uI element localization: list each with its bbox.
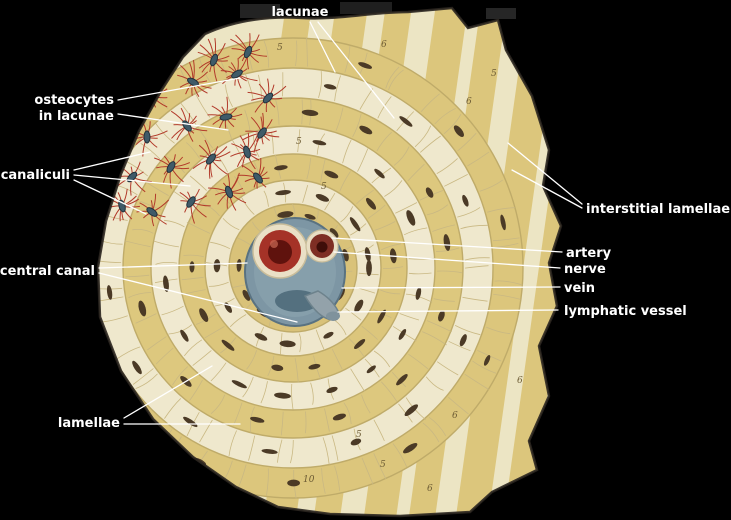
label-osteocytes-line2: in lacunae [39,109,114,124]
svg-text:6: 6 [466,97,472,107]
label-central-canal: central canal [0,264,95,279]
lamellae-crack-texture [98,37,524,499]
labels: lacunae osteocytes in lacunae canaliculi… [0,5,730,431]
nerve-core [316,241,328,253]
svg-text:5: 5 [491,69,497,79]
leader-artery [331,237,563,253]
top-debris-blocks [240,2,516,19]
bone-chunk-outline [96,6,563,518]
label-canaliculi: canaliculi [1,168,70,183]
leader-interstitial-1 [507,142,583,205]
leader-nerve [333,251,561,269]
svg-text:6: 6 [381,40,387,50]
leader-central-canal-1 [98,262,248,269]
leader-central-canal-2 [98,272,298,323]
leader-osteocytes-2 [117,113,229,131]
model-ring-numbers: 5 6 5 6 5 5 6 5 5 10 6 6 [277,40,523,494]
svg-text:5: 5 [380,460,386,470]
label-vein: vein [564,281,595,296]
label-lymphatic-vessel: lymphatic vessel [564,304,687,319]
svg-text:5: 5 [356,430,362,440]
label-osteocytes-line1: osteocytes [34,93,114,108]
svg-text:10: 10 [303,475,315,485]
leader-canaliculi-3 [73,179,147,215]
label-artery: artery [566,246,612,261]
leader-canaliculi-1 [73,151,151,171]
leader-lymphatic [337,309,559,313]
leader-lines [73,21,583,425]
svg-text:6: 6 [517,376,523,386]
label-nerve: nerve [564,262,606,277]
leader-lamellae-1 [123,365,213,419]
leader-canaliculi-2 [73,174,191,187]
svg-text:6: 6 [427,484,433,494]
lymphatic-vessel-tip [326,311,340,321]
central-canal-structures [244,217,346,327]
bone-chunk: 5 6 5 6 5 5 6 5 5 10 6 6 [98,8,561,516]
leader-lacunae-1 [309,21,336,73]
svg-text:6: 6 [452,411,458,421]
svg-text:5: 5 [321,182,327,192]
leader-vein [341,286,561,289]
leader-interstitial-2 [511,169,583,209]
artery-highlight [270,240,278,248]
svg-text:5: 5 [277,43,283,53]
leader-lacunae-2 [317,21,395,119]
label-lamellae: lamellae [58,416,120,431]
label-interstitial-lamellae: interstitial lamellae [586,202,730,217]
svg-text:5: 5 [296,137,302,147]
label-lacunae: lacunae [271,5,328,20]
leader-osteocytes-1 [117,77,241,101]
